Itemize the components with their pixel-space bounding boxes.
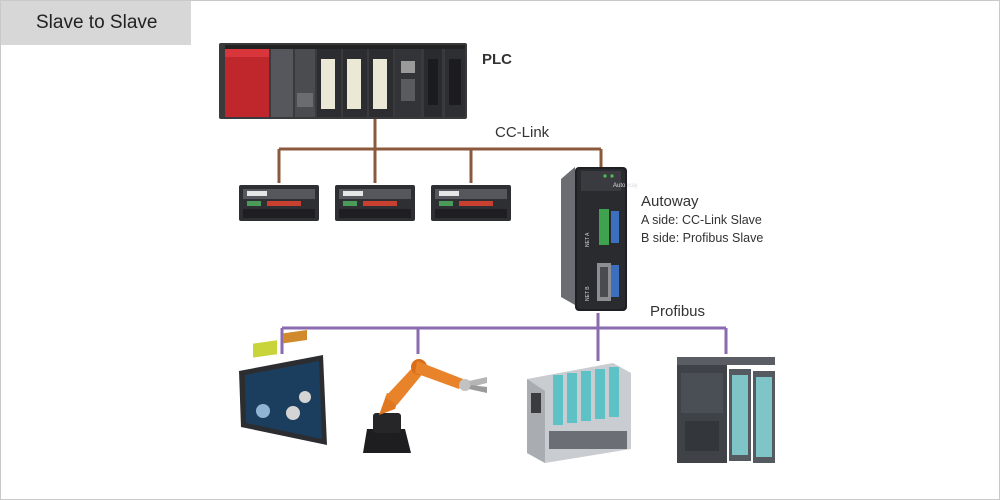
plc-rack-image: [219, 43, 467, 119]
profibus-bus: [280, 313, 728, 361]
net-a-text: NET A: [585, 232, 591, 247]
remote-io-station-image: [527, 363, 631, 463]
cc-link-slave-1-image: [239, 185, 319, 221]
cc-link-slave-3-image: [431, 185, 511, 221]
hmi-panel-image: [239, 329, 327, 445]
profibus-label: Profibus: [650, 303, 706, 320]
autoway-gateway-image: Auto way NET A NET B: [561, 167, 638, 311]
cc-link-label: CC-Link: [495, 124, 550, 141]
autoway-title: Autoway: [641, 193, 699, 210]
autoway-a-side-label: A side: CC-Link Slave: [641, 213, 762, 227]
cc-link-bus: [277, 119, 603, 183]
autoway-b-side-label: B side: Profibus Slave: [641, 231, 764, 245]
autoway-logo-text: Auto way: [613, 183, 638, 189]
diagram-title-tab: Slave to Slave: [1, 1, 191, 45]
profibus-plc-image: [677, 357, 775, 463]
robot-arm-image: [363, 359, 487, 453]
cc-link-slave-2-image: [335, 185, 415, 221]
plc-label: PLC: [482, 51, 512, 68]
net-b-text: NET B: [585, 286, 591, 301]
